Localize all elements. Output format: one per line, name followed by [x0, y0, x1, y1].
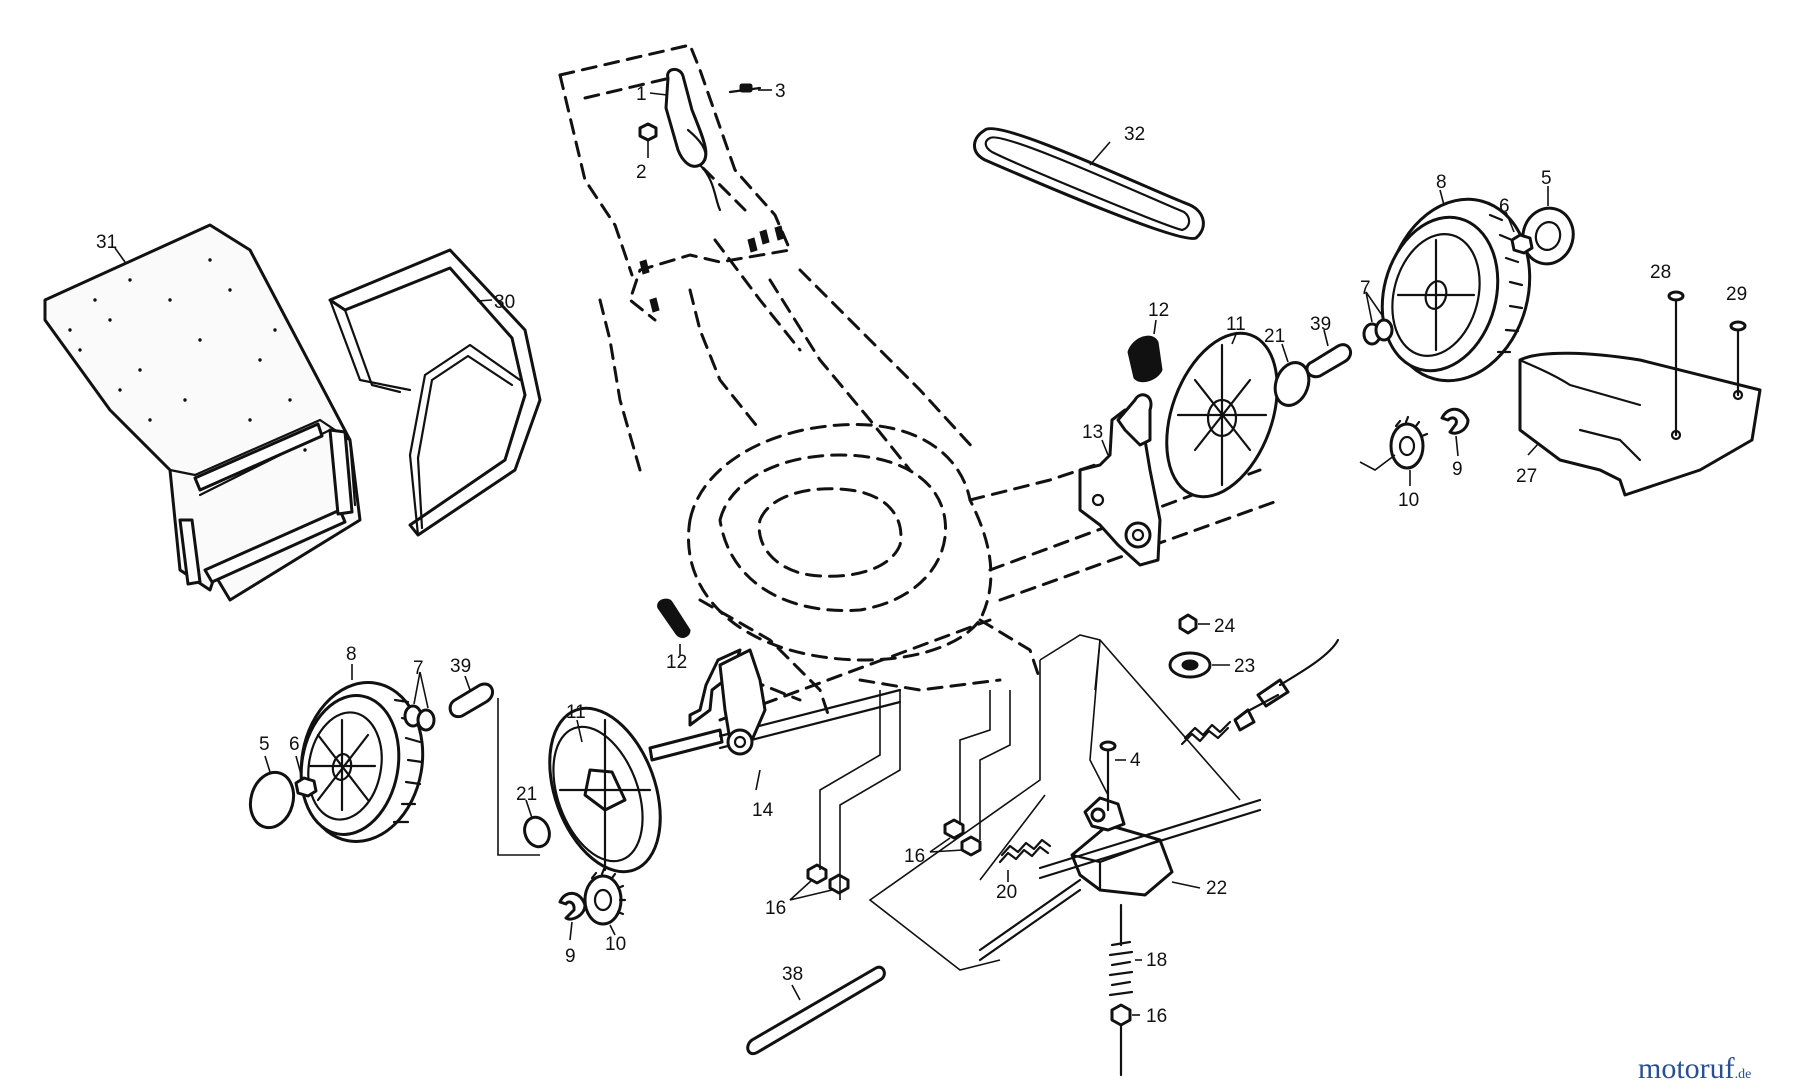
nuts-part-16-middle — [929, 818, 982, 857]
label-9a: 9 — [565, 946, 576, 967]
label-8a: 8 — [346, 644, 357, 665]
label-21a: 21 — [516, 784, 537, 805]
nut-part-6-left — [294, 755, 318, 798]
label-6a: 6 — [289, 734, 300, 755]
wheel-bracket-part-14 — [688, 648, 767, 791]
wheel-tread-right — [1488, 213, 1524, 354]
label-28: 28 — [1650, 262, 1671, 283]
label-23: 23 — [1234, 656, 1255, 677]
spring-part-20 — [998, 838, 1052, 882]
label-16c: 16 — [1146, 1006, 1167, 1027]
nut-part-16-bottom — [1110, 1003, 1140, 1077]
label-3: 3 — [775, 81, 786, 102]
label-24: 24 — [1214, 616, 1236, 637]
label-12a: 12 — [666, 652, 687, 673]
hubcap-part-5-right — [1521, 186, 1575, 266]
rear-axle-outline — [718, 468, 1282, 722]
bolt-part-4 — [1099, 740, 1126, 812]
label-16a: 16 — [765, 898, 786, 919]
bolt-part-28 — [1667, 290, 1685, 437]
label-11b: 11 — [1226, 314, 1246, 335]
svg-text:motoruf.de: motoruf.de — [1638, 1052, 1751, 1085]
label-1: 1 — [636, 84, 647, 105]
label-38: 38 — [782, 964, 803, 985]
label-10b: 10 — [1398, 490, 1419, 511]
label-9b: 9 — [1452, 459, 1463, 480]
spring-part-18 — [1108, 903, 1142, 997]
label-32: 32 — [1124, 124, 1145, 145]
retainer-part-9-right — [1440, 407, 1470, 457]
dust-cap-part-21-right — [1273, 343, 1311, 407]
label-31: 31 — [96, 232, 117, 253]
nuts-part-16-left — [789, 863, 850, 901]
bushing-part-39-right — [1305, 329, 1353, 379]
pinion-gear-part-10-right — [1359, 415, 1429, 486]
drive-wheel-part-11-left — [548, 706, 662, 874]
drive-wheel-part-11-right — [1165, 331, 1279, 499]
label-10a: 10 — [605, 934, 626, 955]
dust-cap-part-21-left — [523, 799, 551, 849]
bushing-part-39-left — [448, 675, 495, 719]
grass-catcher-bag-part-31 — [43, 223, 362, 602]
label-21b: 21 — [1264, 326, 1285, 347]
label-39b: 39 — [1310, 314, 1331, 335]
part-number-labels: 1 2 3 4 5 5 6 6 7 7 8 8 9 9 10 10 11 11 … — [96, 81, 1747, 1027]
transmission-part-22 — [978, 796, 1262, 962]
label-12b: 12 — [1148, 300, 1169, 321]
cable-assembly — [1233, 638, 1340, 732]
rod-part-38 — [746, 965, 886, 1055]
label-20: 20 — [996, 882, 1017, 903]
label-29: 29 — [1726, 284, 1747, 305]
label-2: 2 — [636, 162, 647, 183]
watermark-logo: motoruf.de — [1638, 1052, 1751, 1085]
label-8b: 8 — [1436, 172, 1447, 193]
wheel-part-8-left — [299, 664, 425, 843]
label-18: 18 — [1146, 950, 1167, 971]
label-16b: 16 — [904, 846, 925, 867]
nut-part-24 — [1178, 613, 1210, 635]
nut-part-6-right — [1505, 211, 1534, 255]
handle-assembly — [558, 43, 977, 472]
pulley-part-23 — [1168, 651, 1230, 679]
handle-grip-marks — [639, 225, 785, 313]
label-30: 30 — [494, 292, 515, 313]
label-27: 27 — [1516, 466, 1537, 487]
label-5b: 5 — [1541, 168, 1552, 189]
washers-part-7-right — [1362, 291, 1394, 346]
wheel-part-8-right — [1380, 189, 1532, 383]
watermark-brand: motoruf — [1638, 1052, 1735, 1085]
grass-bag-frame-part-30 — [328, 248, 542, 537]
control-bail-part-1 — [649, 68, 722, 212]
label-7b: 7 — [1360, 278, 1371, 299]
screw-part-3 — [728, 83, 772, 94]
washers-part-7-left — [403, 671, 436, 732]
label-13: 13 — [1082, 422, 1103, 443]
dashed-connector-lines — [819, 690, 1011, 900]
bolt-part-29 — [1729, 320, 1747, 397]
wheel-bracket-part-13 — [1078, 393, 1162, 567]
rear-deflector-part-27 — [1518, 351, 1762, 497]
label-4: 4 — [1130, 750, 1141, 771]
retainer-part-9-left — [558, 891, 587, 941]
label-5a: 5 — [259, 734, 270, 755]
drive-belt-part-32 — [973, 127, 1205, 240]
label-39a: 39 — [450, 656, 471, 677]
nut-part-2 — [638, 122, 658, 158]
leader-line-left-assembly — [497, 698, 540, 856]
height-knob-part-12-right — [1127, 319, 1163, 383]
watermark-tld: .de — [1735, 1067, 1752, 1082]
pinion-gear-part-10-left — [583, 867, 627, 936]
label-22: 22 — [1206, 878, 1227, 899]
linkage-outline — [868, 634, 1241, 971]
label-11a: 11 — [566, 702, 586, 723]
label-6b: 6 — [1499, 196, 1510, 217]
label-14: 14 — [752, 800, 774, 821]
spring-upper-cable — [1180, 720, 1232, 746]
label-7a: 7 — [413, 658, 424, 679]
hubcap-part-5-left — [248, 755, 296, 830]
height-knob-part-12-left — [657, 598, 691, 655]
bag-fabric-texture — [68, 258, 307, 452]
